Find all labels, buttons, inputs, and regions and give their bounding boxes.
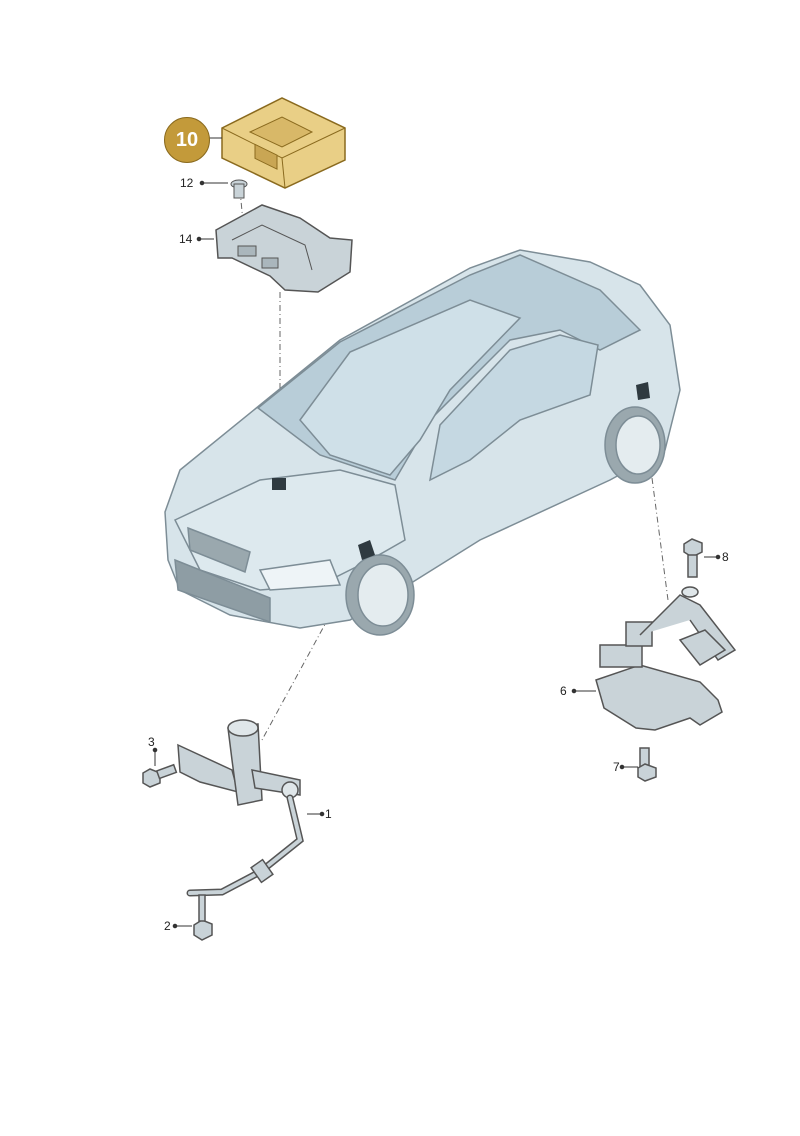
callout-2[interactable]: 2 [164,919,171,933]
car-illustration [164,249,681,636]
bolt-part-8[interactable] [683,538,703,578]
sensor-part-6[interactable] [595,586,737,731]
control-unit-part[interactable] [221,97,346,189]
bracket-part-14[interactable] [215,204,353,293]
sensor-part-1[interactable] [177,719,304,897]
callout-12[interactable]: 12 [180,176,194,190]
callout-leaders [152,137,721,929]
nut-part-2[interactable] [193,894,213,941]
highlight-callout-10[interactable]: 10 [164,117,210,163]
screw-part-12[interactable] [230,179,248,199]
bolt-part-3[interactable] [142,763,178,788]
callout-8[interactable]: 8 [722,550,729,564]
callout-14[interactable]: 14 [179,232,193,246]
callout-3[interactable]: 3 [148,735,155,749]
callout-6[interactable]: 6 [560,684,567,698]
bolt-part-7[interactable] [637,747,657,782]
callout-1[interactable]: 1 [325,807,332,821]
callout-7[interactable]: 7 [613,760,620,774]
